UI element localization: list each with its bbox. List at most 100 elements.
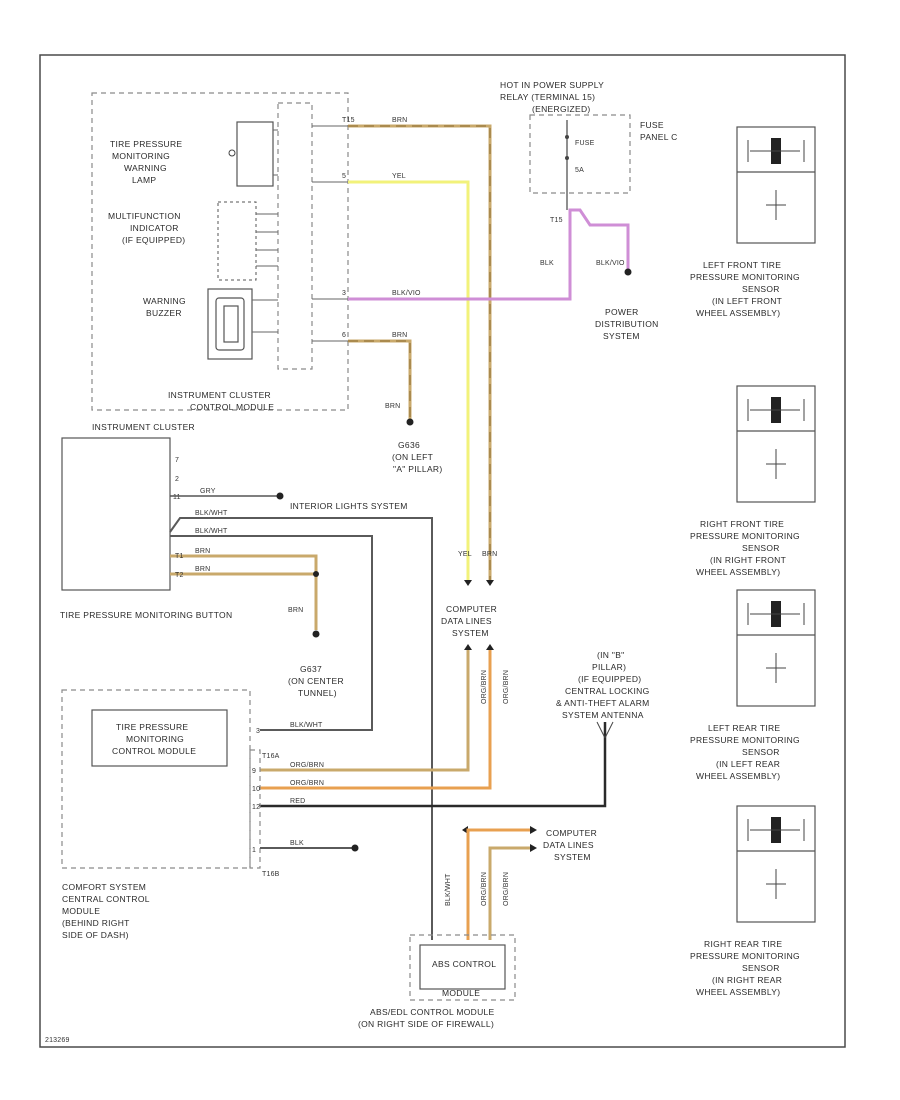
sensor-lf-2: PRESSURE MONITORING [690, 272, 800, 282]
pin-ic-6-top: 6 [342, 332, 346, 339]
abs-label-1: ABS/EDL CONTROL MODULE [370, 1007, 495, 1017]
wire-label-brn-ic1: BRN [195, 548, 210, 555]
pin-ic-t2: T2 [175, 572, 184, 579]
sensor-rr-5: WHEEL ASSEMBLY) [696, 987, 780, 997]
sensor-lr-5: WHEEL ASSEMBLY) [696, 771, 780, 781]
wire-org-2 [260, 650, 492, 790]
g636-label-1: G636 [398, 440, 420, 450]
sensor-lr-1: LEFT REAR TIRE [708, 723, 780, 733]
wire-label-yel-top: YEL [392, 173, 406, 180]
data-lines-top-3: SYSTEM [452, 628, 489, 638]
pin-t15-fuse: T15 [550, 217, 563, 224]
sensor-lr-4: (IN LEFT REAR [716, 759, 780, 769]
connector-org1 [464, 644, 472, 650]
pin-t15-top: T15 [342, 117, 355, 124]
fuse-amp: 5A [575, 167, 584, 174]
pin-cm-1: 1 [252, 847, 256, 854]
hot-in-label-3: (ENERGIZED) [532, 104, 591, 114]
hot-in-power-relay [529, 114, 631, 194]
antenna-icon [596, 721, 614, 739]
wire-org-1 [260, 650, 470, 772]
data-lines-top-2: DATA LINES [441, 616, 492, 626]
wire-label-gry-ic: GRY [200, 488, 216, 495]
sensor-rf-2: PRESSURE MONITORING [690, 531, 800, 541]
sensor-rr-3: SENSOR [742, 963, 780, 973]
sensor-lf-5: WHEEL ASSEMBLY) [696, 308, 780, 318]
power-dist-1: POWER [605, 307, 639, 317]
sensor-lf-3: SENSOR [742, 284, 780, 294]
data-lines-bottom-3: SYSTEM [554, 852, 591, 862]
sensor-rr-4: (IN RIGHT REAR [712, 975, 782, 985]
buzzer-label-2: BUZZER [146, 308, 182, 318]
buzzer-icon [207, 288, 253, 360]
wire-label-org1: ORG/BRN [481, 670, 488, 704]
wire-label-brn-g636: BRN [385, 403, 400, 410]
comfort-3: MODULE [62, 906, 100, 916]
multifunction-indicator [217, 201, 257, 281]
wire-label-org2: ORG/BRN [503, 670, 510, 704]
tpms-lamp-label-4: LAMP [132, 175, 156, 185]
g637-label-2: (ON CENTER [288, 676, 344, 686]
pin-cm-10: 10 [252, 786, 260, 793]
wire-label-vio-top: BLK/VIO [392, 290, 421, 297]
wire-blkwht-2 [170, 535, 373, 731]
connector-abs-out2 [530, 844, 537, 852]
wire-label-abs-org1: ORG/BRN [481, 872, 488, 906]
b-pillar-2: PILLAR) [592, 662, 626, 672]
wire-label-abs-org2: ORG/BRN [503, 872, 510, 906]
comfort-5: SIDE OF DASH) [62, 930, 129, 940]
power-dist-3: SYSTEM [603, 331, 640, 341]
wire-label-brn-ground: BRN [392, 332, 407, 339]
splice-icon [351, 844, 359, 852]
data-lines-top-1: COMPUTER [446, 604, 497, 614]
instrument-cluster-control-module [91, 92, 349, 411]
wire-abs-org2 [488, 846, 530, 940]
data-lines-bottom-2: DATA LINES [543, 840, 594, 850]
abs-inner-2: MODULE [442, 988, 480, 998]
hot-in-label-2: RELAY (TERMINAL 15) [500, 92, 595, 102]
diagram-frame [39, 54, 846, 1048]
abs-label-2: (ON RIGHT SIDE OF FIREWALL) [358, 1019, 494, 1029]
wire-label-blkwht-cm: BLK/WHT [290, 722, 323, 729]
wire-label-cm-blk: BLK [290, 840, 304, 847]
sensor-rf-5: WHEEL ASSEMBLY) [696, 567, 780, 577]
interior-lights-connector [276, 492, 284, 500]
b-pillar-1: (IN "B" [597, 650, 625, 660]
comfort-2: CENTRAL CONTROL [62, 894, 150, 904]
sensor-lf-1: LEFT FRONT TIRE [703, 260, 781, 270]
wire-label-abs-blkwht: BLK/WHT [445, 873, 452, 906]
comfort-1: COMFORT SYSTEM [62, 882, 146, 892]
tpms-cm-2: MONITORING [126, 734, 184, 744]
wire-abs-org1 [466, 828, 530, 940]
hot-in-label-1: HOT IN POWER SUPPLY [500, 80, 604, 90]
wire-yel-top [348, 180, 470, 580]
tpms-lamp-label-3: WARNING [124, 163, 167, 173]
ground-icon [406, 418, 414, 426]
sensor-rr-1: RIGHT REAR TIRE [704, 939, 782, 949]
connector-brn [486, 580, 494, 586]
b-pillar-3: (IF EQUIPPED) [578, 674, 641, 684]
pin-cm-9: 9 [252, 768, 256, 775]
pin-cm-3: 3 [256, 728, 260, 735]
splice-icon [624, 268, 632, 276]
tpms-button-label: TIRE PRESSURE MONITORING BUTTON [60, 610, 232, 620]
pin-cm-12: 12 [252, 804, 260, 811]
pin-cm-t16b: T16B [262, 871, 280, 878]
iccm-title-2: CONTROL MODULE [190, 402, 274, 412]
ground-icon [312, 630, 320, 638]
fuse-panel-1: FUSE [640, 120, 664, 130]
pin-ic-7: 7 [175, 457, 179, 464]
b-pillar-4: CENTRAL LOCKING [565, 686, 649, 696]
connector-org2 [486, 644, 494, 650]
comfort-4: (BEHIND RIGHT [62, 918, 130, 928]
wire-label-blk-relay: BLK [540, 260, 554, 267]
sensor-lf-4: (IN LEFT FRONT [712, 296, 782, 306]
instrument-cluster-box [61, 437, 171, 591]
tire-sensor-icon [736, 805, 816, 923]
tpms-cm-3: CONTROL MODULE [112, 746, 196, 756]
wire-brn-ic1 [170, 554, 318, 630]
wire-label-brn-g637: BRN [288, 607, 303, 614]
fuse-panel-2: PANEL C [640, 132, 678, 142]
fuse-text: FUSE [575, 140, 595, 147]
